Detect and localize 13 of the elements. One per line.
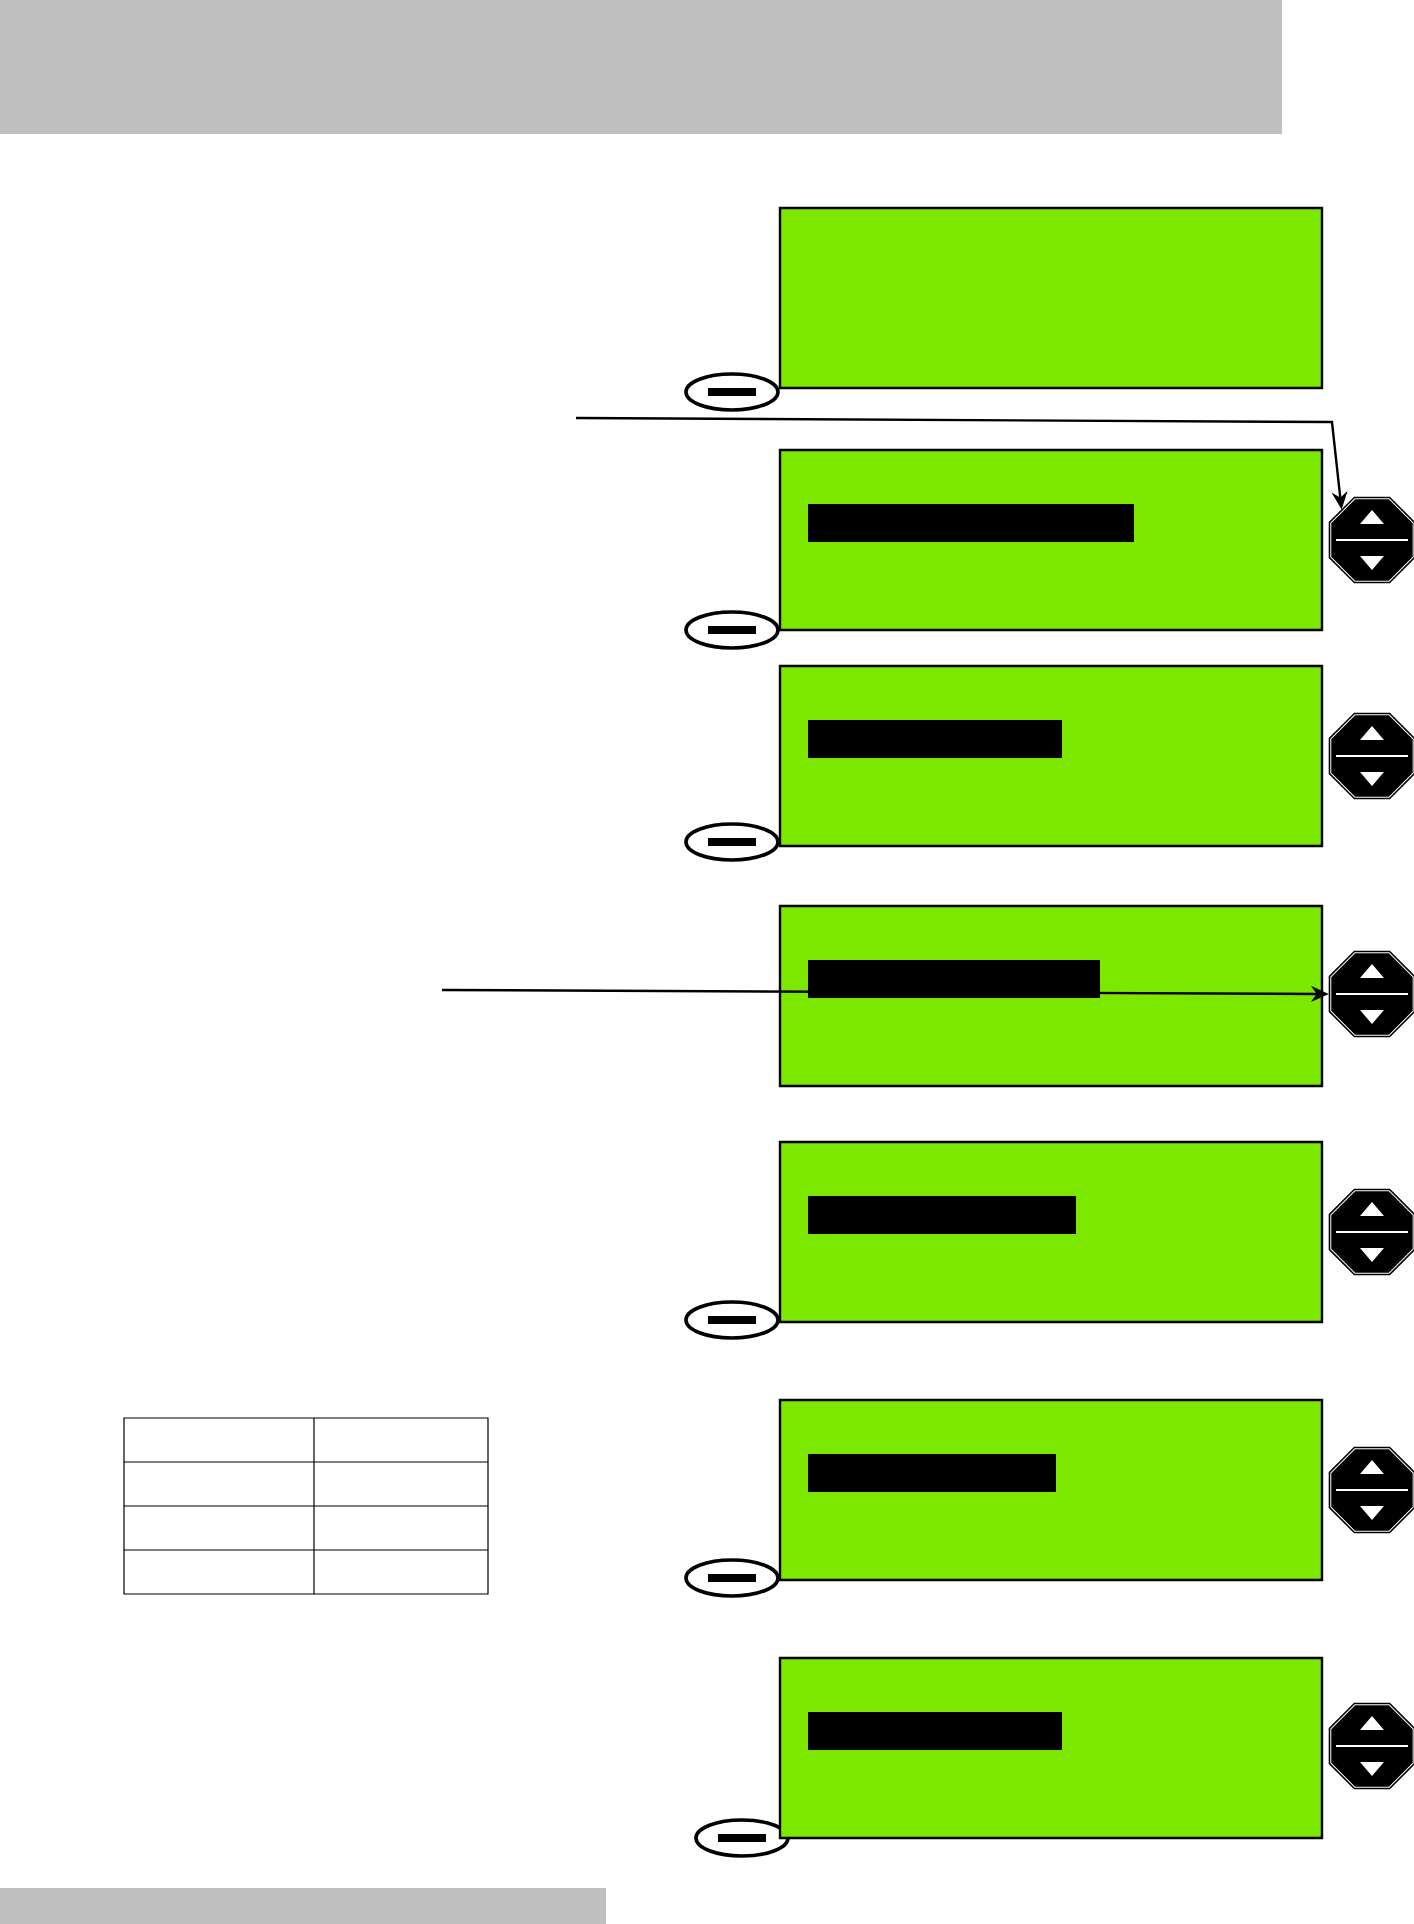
display-screen <box>778 1398 1324 1582</box>
display-screen <box>778 448 1324 632</box>
nav-button <box>1327 949 1414 1039</box>
display-screen <box>778 206 1324 390</box>
display-screen <box>778 904 1324 1088</box>
nav-button <box>1327 711 1414 801</box>
nav-button <box>1327 1187 1414 1277</box>
display-screen <box>778 664 1324 848</box>
display-screen <box>778 1140 1324 1324</box>
nav-button <box>1327 1445 1414 1535</box>
nav-button <box>1327 495 1414 585</box>
nav-button <box>1327 1701 1414 1791</box>
display-screen <box>778 1656 1324 1840</box>
